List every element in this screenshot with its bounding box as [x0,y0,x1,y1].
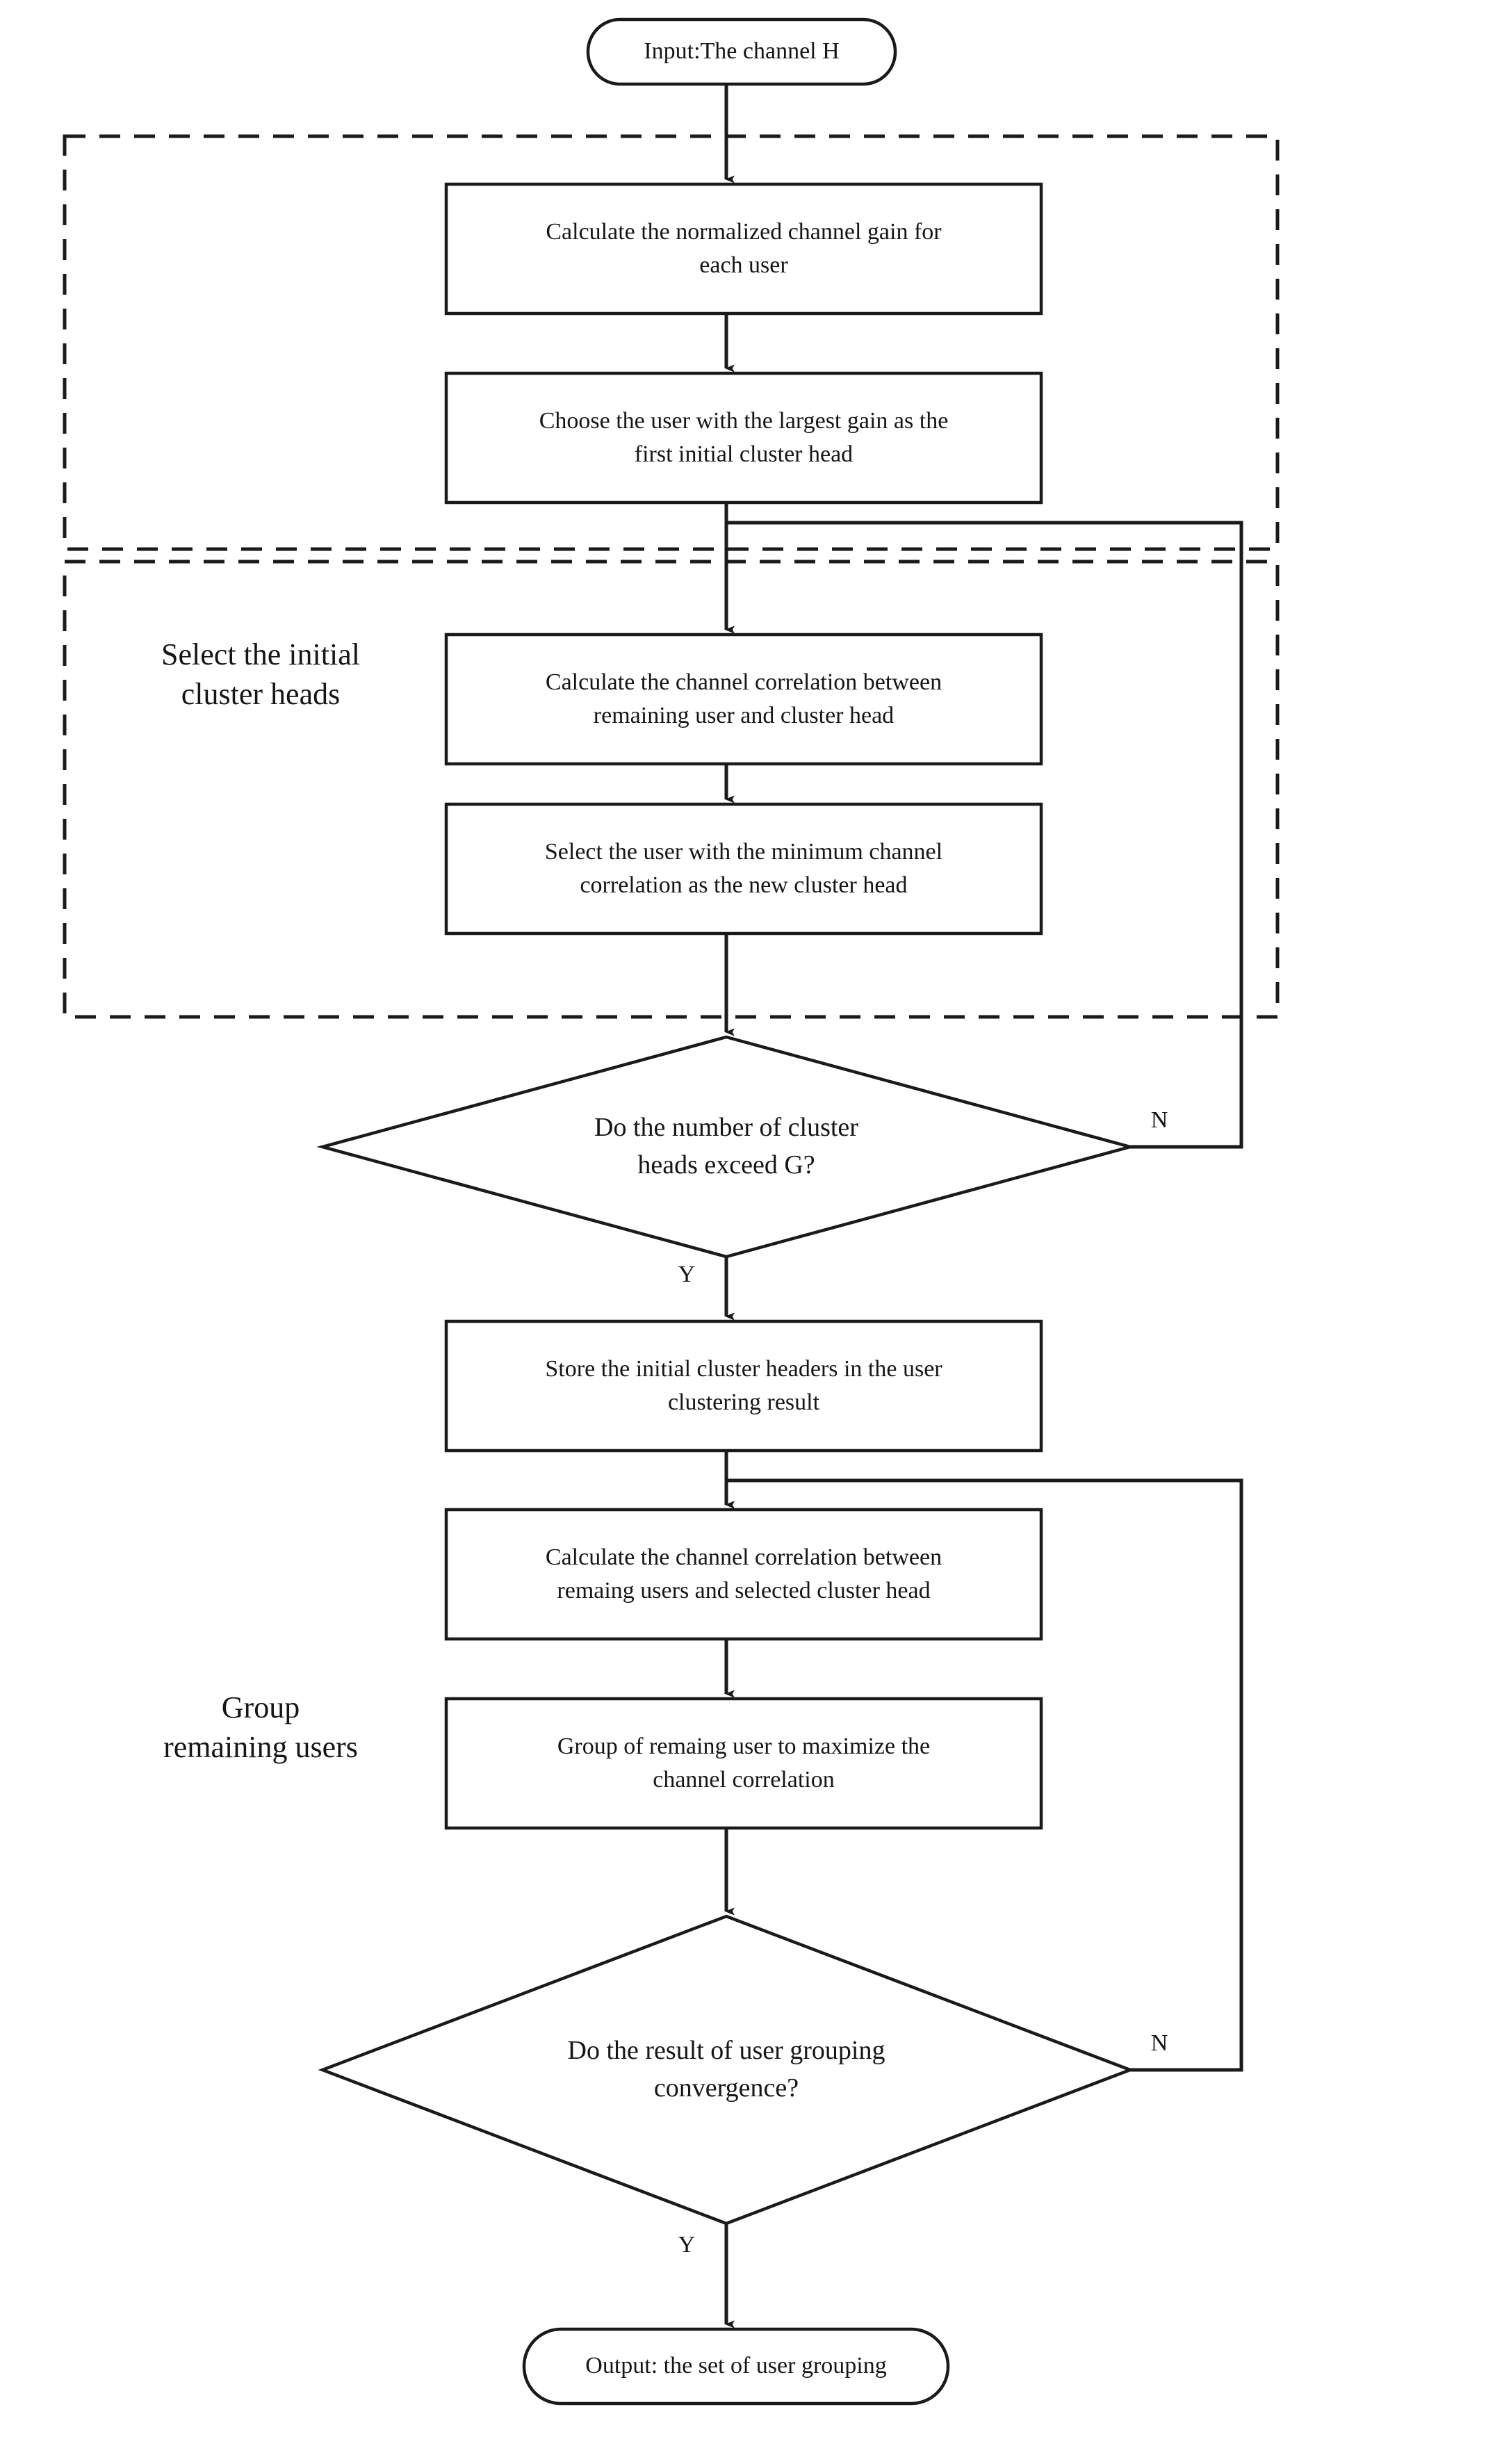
group-box-select-initial-cluster-heads [63,134,1280,551]
edge-decision1-no-loop [726,521,1243,1149]
decision-cluster-heads-exceed-g-shape[interactable] [316,1035,1136,1259]
output-terminator-shape[interactable] [522,2327,950,2406]
process-group-remaining-maximize-shape[interactable] [444,1697,1043,1830]
decision-user-grouping-convergence-shape[interactable] [318,1914,1135,2226]
process-choose-largest-gain-user-shape[interactable] [444,371,1043,505]
edge-decision2-no-loop [726,1478,1243,2072]
process-calculate-correlation-selected-shape[interactable] [444,1508,1043,1641]
process-store-initial-cluster-headers-shape[interactable] [444,1319,1043,1453]
input-terminator-shape[interactable] [586,17,897,86]
process-calculate-correlation-remaining-shape[interactable] [444,633,1043,766]
group-box-group-remaining-users [63,560,1280,1019]
process-select-minimum-correlation-user-shape[interactable] [444,802,1043,936]
process-calculate-normalized-gain-shape[interactable] [444,182,1043,316]
